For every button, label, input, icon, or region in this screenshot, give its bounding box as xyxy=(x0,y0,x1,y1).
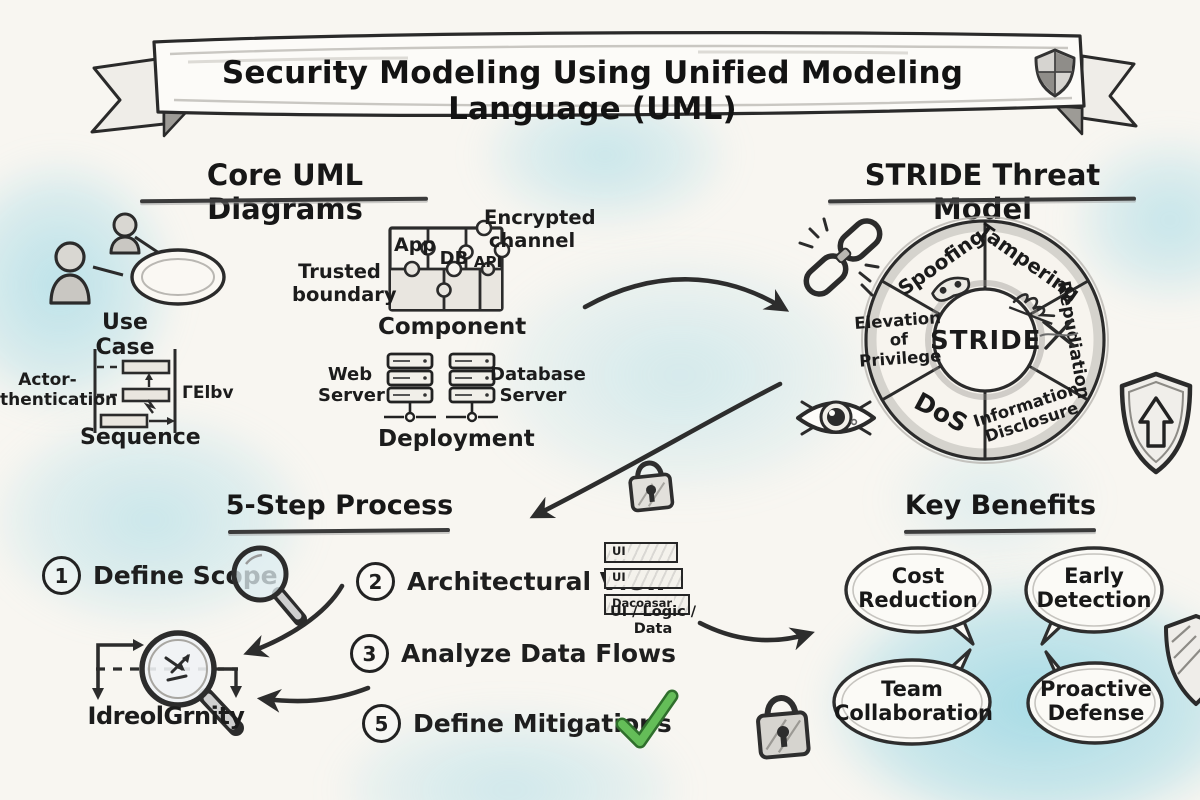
shield-checkered-icon xyxy=(1034,48,1076,98)
bubble-team-collaboration xyxy=(832,648,992,746)
step-5-number: 5 xyxy=(362,704,401,743)
step-1-number: 1 xyxy=(42,556,81,595)
layer-bar-ui-1: UI xyxy=(604,542,678,563)
broken-chain-icon xyxy=(798,217,883,297)
step-3-label: Analyze Data Flows xyxy=(401,639,677,668)
puzzle-app-label: App xyxy=(394,234,436,256)
step-3-number: 3 xyxy=(350,634,389,673)
step-3: 3 Analyze Data Flows xyxy=(350,634,676,673)
puzzle-api-label: API xyxy=(473,253,503,271)
banner-ribbon xyxy=(90,31,1138,138)
bubble-proactive-defense xyxy=(1026,650,1164,745)
bubble-early-detection xyxy=(1024,546,1164,646)
web-server-note: Web Server xyxy=(318,364,385,407)
architecture-layers: UI UI Dacoasar xyxy=(604,542,704,620)
benefit-team-collaboration: Team Collaboration xyxy=(834,677,994,725)
sequence-diagram xyxy=(93,349,177,433)
benefit-cost-reduction: Cost Reduction xyxy=(858,564,978,612)
component-label: Component xyxy=(378,314,527,340)
arrow-layers-to-benefits xyxy=(697,620,815,651)
server-stack-icon xyxy=(446,352,498,423)
process-underline xyxy=(227,528,451,534)
actor-small-icon xyxy=(109,212,141,255)
sequence-note-authentication: Actor- thentication xyxy=(0,370,118,411)
banner-title: Security Modeling Using Unified Modeling… xyxy=(221,55,964,127)
benefit-proactive-defense: Proactive Defense xyxy=(1040,677,1152,725)
bubble-cost-reduction xyxy=(844,546,992,646)
benefit-early-detection: Early Detection xyxy=(1036,564,1152,612)
encrypted-channel-note: Encrypted channel xyxy=(484,206,596,252)
layers-caption: UI / Logic / Data xyxy=(609,604,697,638)
arrow-component-to-stride xyxy=(582,277,790,312)
process-heading: 5-Step Process xyxy=(225,490,454,521)
trusted-boundary-note: Trusted boundary xyxy=(292,260,397,306)
arrow-flows-to-identify xyxy=(256,685,371,713)
benefits-heading: Key Benefits xyxy=(904,490,1097,521)
shield-up-arrow-icon xyxy=(1119,371,1193,475)
padlock-icon xyxy=(756,695,811,760)
use-case-label: Use Case xyxy=(95,310,155,360)
mask-icon xyxy=(931,276,971,302)
sequence-label: Sequence xyxy=(80,425,201,450)
component-puzzle xyxy=(388,219,511,312)
deployment-label: Deployment xyxy=(378,426,535,452)
database-server-note: Database Server xyxy=(490,364,586,407)
benefits-underline xyxy=(903,528,1097,534)
stride-center-label: STRIDE xyxy=(930,326,1042,356)
server-stack-icon xyxy=(384,352,436,423)
eye-icon xyxy=(796,400,876,436)
cross-out-icon xyxy=(1039,318,1079,350)
step-2-number: 2 xyxy=(356,562,395,601)
shield-icon xyxy=(1164,614,1200,706)
actor-large-icon xyxy=(49,241,91,305)
green-check-icon xyxy=(615,689,679,749)
stride-wheel xyxy=(861,216,1109,464)
layer-bar-data: Dacoasar xyxy=(604,594,690,615)
layer-bar-ui-2: UI xyxy=(604,568,683,589)
deployment-diagram xyxy=(384,352,498,423)
use-case-diagram xyxy=(49,212,226,306)
magnifier-icon xyxy=(231,545,307,626)
magnifier-flow-icon xyxy=(92,630,244,736)
padlock-icon xyxy=(628,460,675,513)
puzzle-db-label: DB xyxy=(439,248,469,269)
identify-note: IdreolGrnity xyxy=(87,702,245,730)
sequence-note-right: ΓElbv xyxy=(182,383,234,403)
